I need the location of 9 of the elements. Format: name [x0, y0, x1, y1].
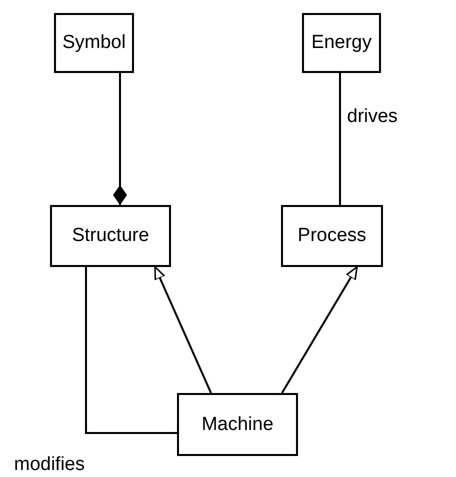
connector-line: [85, 267, 177, 434]
connector-line: [339, 73, 341, 205]
class-box: Structure: [50, 205, 171, 267]
arrow: [281, 266, 358, 394]
arrow: [154, 266, 212, 394]
class-box: Energy: [302, 13, 381, 73]
class-box: Process: [281, 205, 383, 267]
class-box: Symbol: [54, 13, 134, 73]
class-box: Machine: [177, 393, 298, 456]
